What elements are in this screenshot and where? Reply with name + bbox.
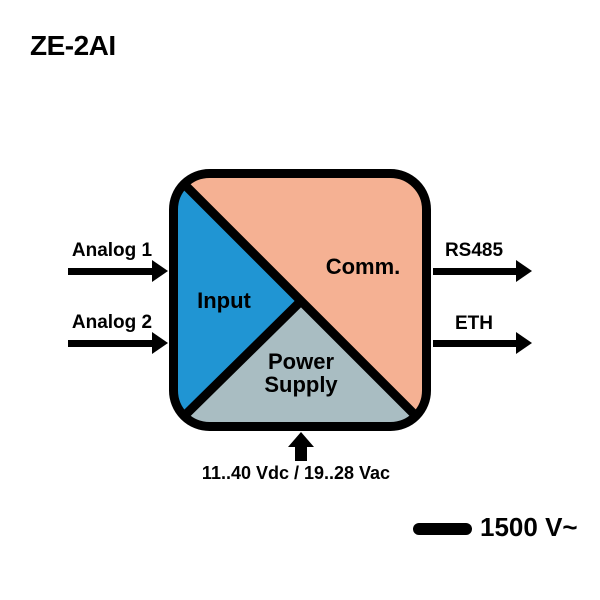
eth-arrow-shaft (433, 340, 516, 347)
analog2-arrowhead-icon (152, 332, 168, 354)
isolation-dash-icon (413, 523, 472, 535)
comm-section-label: Comm. (326, 254, 401, 279)
power-arrowhead-icon (288, 432, 314, 447)
input-section-label: Input (197, 288, 251, 313)
rs485-label: RS485 (444, 240, 504, 261)
analog1-label: Analog 1 (71, 240, 153, 261)
analog2-label: Analog 2 (71, 312, 153, 333)
power-supply-rating-label: 11..40 Vdc / 19..28 Vac (201, 463, 391, 483)
rs485-arrowhead-icon (516, 260, 532, 282)
page-title: ZE-2AI (30, 30, 116, 61)
input-section (173, 173, 301, 427)
analog1-arrowhead-icon (152, 260, 168, 282)
device-block: Input Comm. Power Supply (169, 169, 431, 431)
power-supply-label-line1: Power (268, 349, 334, 374)
diagonal-divider-lower (173, 297, 305, 427)
analog2-arrow-shaft (68, 340, 153, 347)
power-arrow-shaft (295, 446, 307, 461)
device-outline (169, 169, 431, 431)
eth-label: ETH (455, 313, 493, 334)
power-supply-label-line2: Supply (264, 372, 338, 397)
analog1-arrow-shaft (68, 268, 153, 275)
isolation-rating-label: 1500 V~ (480, 512, 578, 542)
rs485-arrow-shaft (433, 268, 516, 275)
eth-arrowhead-icon (516, 332, 532, 354)
power-supply-section (173, 301, 427, 427)
